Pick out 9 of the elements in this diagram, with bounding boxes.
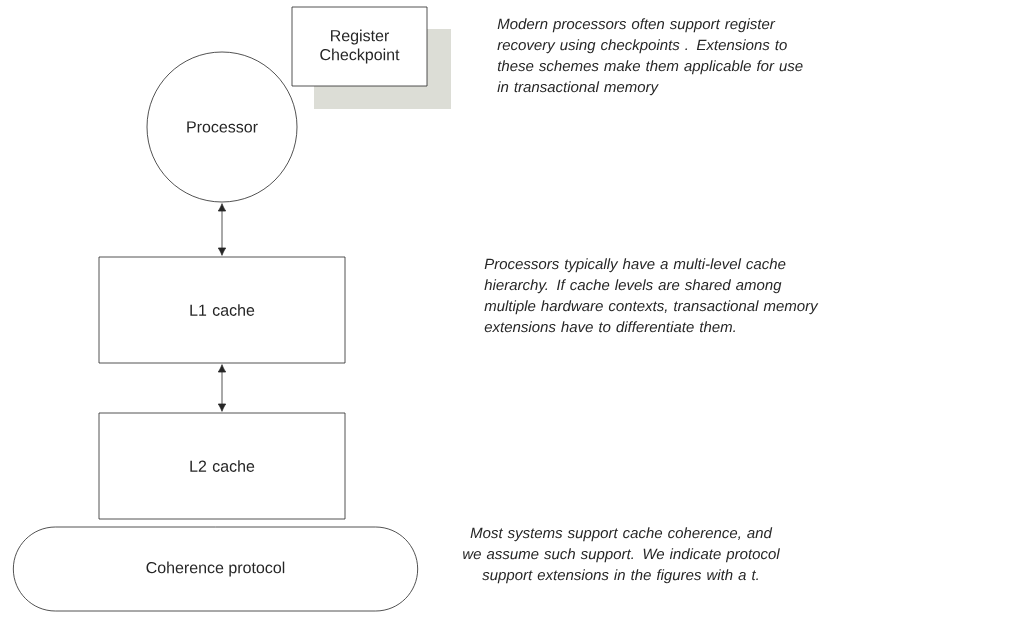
- arrow: [217, 203, 227, 256]
- cache-box: L2 cache: [98, 412, 346, 520]
- protocol-band: Coherence protocol: [12, 526, 419, 612]
- cache-box: L1 cache: [98, 256, 346, 364]
- checkpoint-box: Register Checkpoint: [291, 6, 451, 109]
- note-text: Modern processors often support register recovery using checkpoints . Extensions to these schemes make them applicable for use in transactional memory: [497, 18, 803, 96]
- arrow: [217, 364, 227, 412]
- note-text: Processors typically have a multi-level cache hierarchy. If cache levels are shared among multiple hardware contexts, transactional memory extensions have to differentiate them.: [484, 258, 819, 333]
- note-text: Most systems support cache coherence, and we assume such support. We indicate protocol support extensions in the figures with a t.: [463, 527, 780, 584]
